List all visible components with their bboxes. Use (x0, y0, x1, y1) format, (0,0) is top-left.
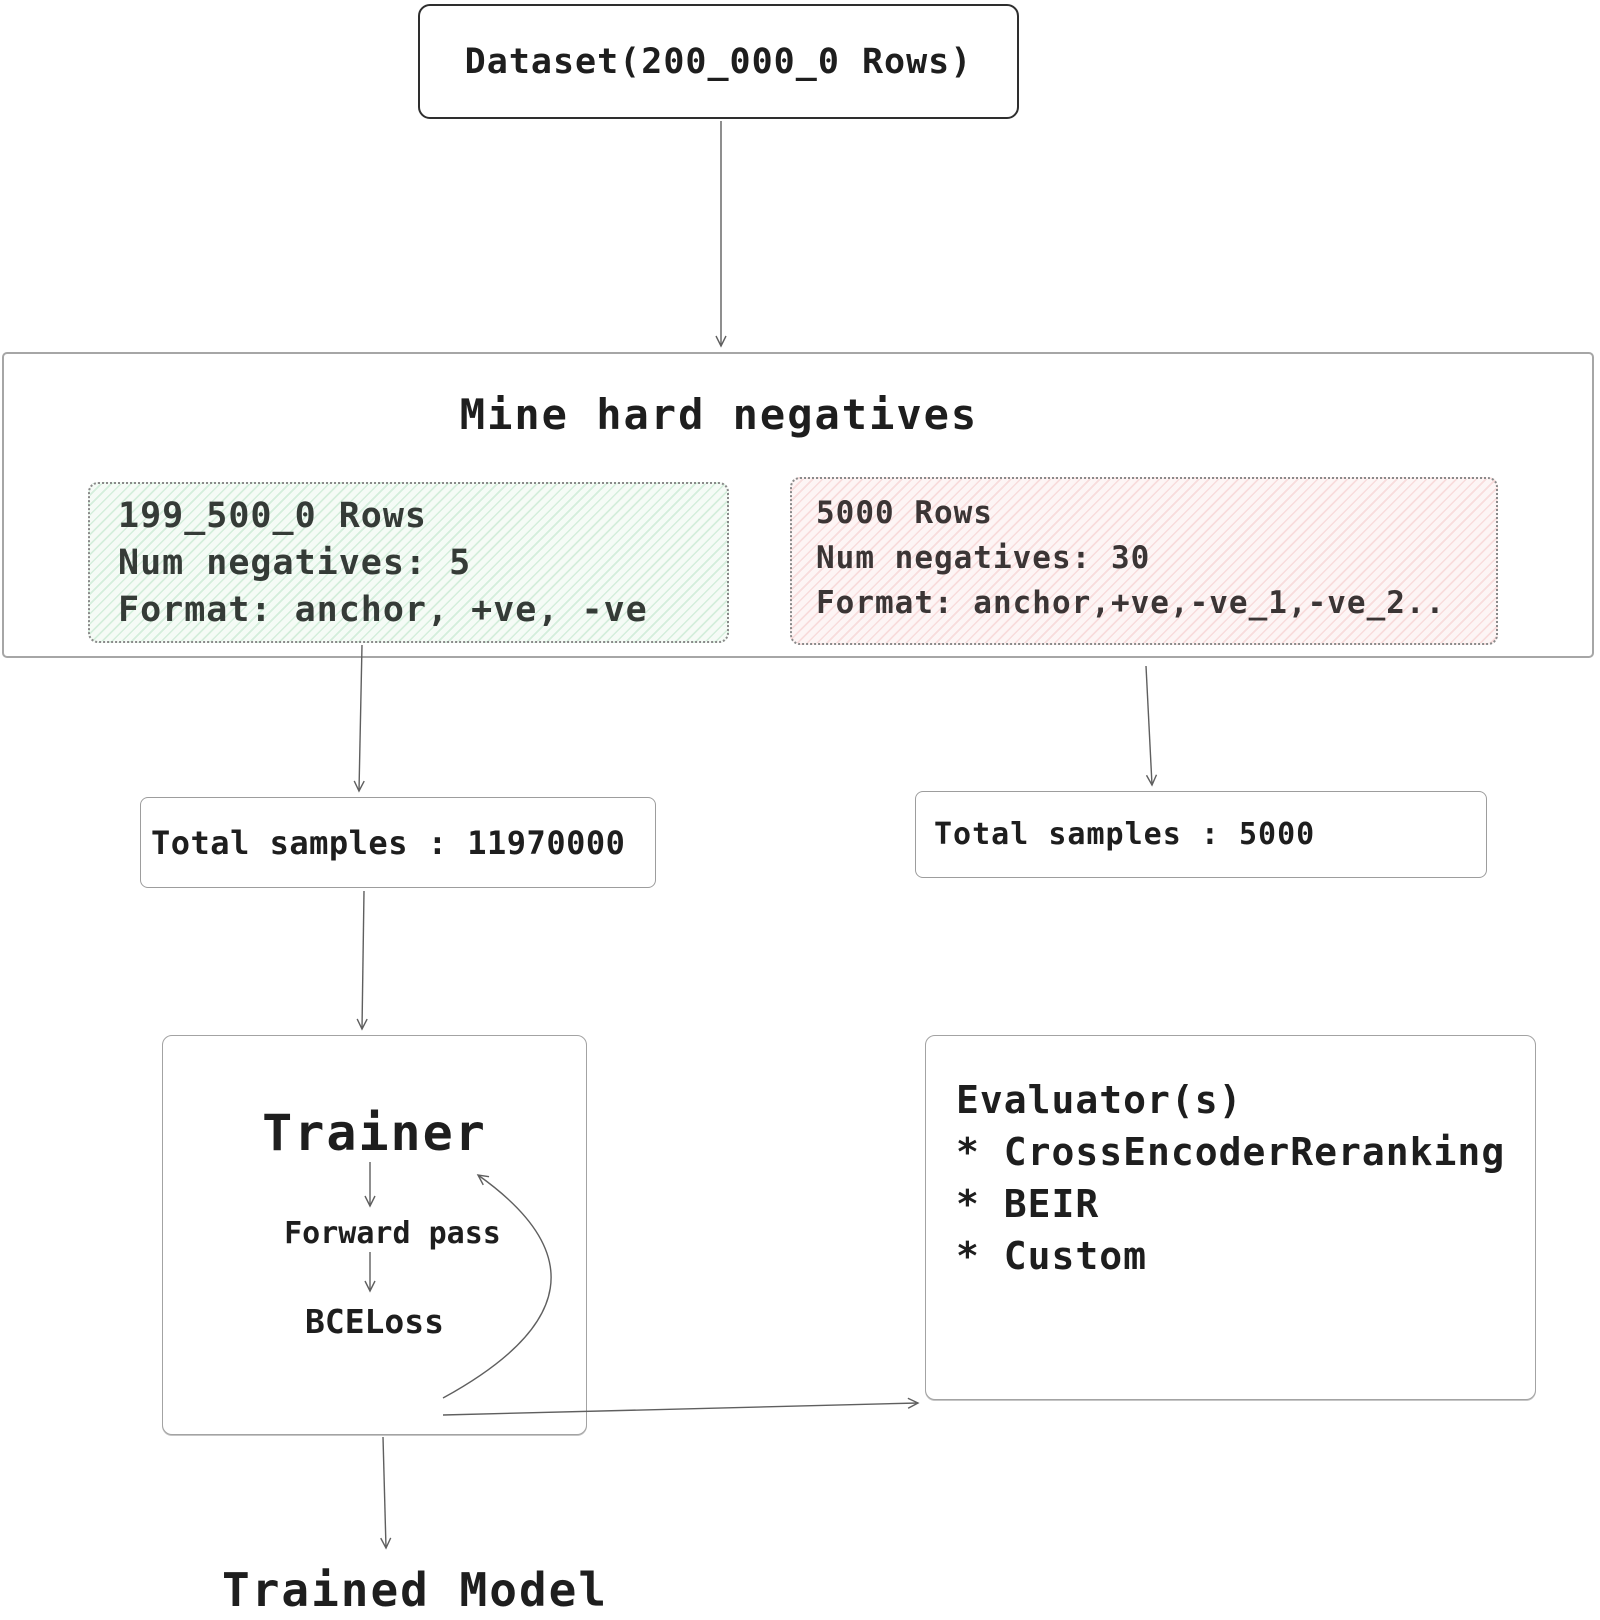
trainer-node: Trainer Forward pass BCELoss (162, 1035, 587, 1435)
train-split-format: Format: anchor, +ve, -ve (118, 590, 648, 630)
connector-trainer-to-model (380, 1436, 392, 1550)
eval-split-format: Format: anchor,+ve,-ve_1,-ve_2.. (816, 585, 1446, 621)
evaluator-node: Evaluator(s) * CrossEncoderReranking * B… (925, 1035, 1536, 1400)
trained-model-label: Trained Model (222, 1563, 609, 1617)
trainer-title: Trainer (262, 1104, 487, 1162)
evaluator-item-custom: * Custom (956, 1234, 1148, 1278)
connector-evalsplit-to-samples (1145, 665, 1158, 787)
dataset-label: Dataset(200_000_0 Rows) (464, 41, 973, 82)
train-total-samples-label: Total samples : 11970000 (151, 823, 626, 862)
evaluator-item-beir: * BEIR (956, 1182, 1100, 1226)
connector-trainsplit-to-samples (353, 644, 365, 793)
forward-pass-label: Forward pass (284, 1216, 501, 1251)
eval-split-box: 5000 Rows Num negatives: 30 Format: anch… (790, 477, 1498, 645)
connector-samples-to-trainer (356, 890, 368, 1031)
evaluator-title: Evaluator(s) (956, 1078, 1243, 1122)
train-split-box: 199_500_0 Rows Num negatives: 5 Format: … (88, 482, 729, 643)
dataset-node: Dataset(200_000_0 Rows) (418, 4, 1019, 119)
train-split-rows: 199_500_0 Rows (118, 496, 428, 536)
train-split-num-negatives: Num negatives: 5 (118, 543, 472, 583)
eval-split-rows: 5000 Rows (816, 495, 993, 531)
eval-split-num-negatives: Num negatives: 30 (816, 540, 1151, 576)
bceloss-label: BCELoss (304, 1302, 445, 1341)
evaluator-list: Evaluator(s) * CrossEncoderReranking * B… (956, 1074, 1505, 1282)
eval-total-samples-node: Total samples : 5000 (915, 791, 1487, 878)
evaluator-item-crossencoder: * CrossEncoderReranking (956, 1130, 1506, 1174)
eval-total-samples-label: Total samples : 5000 (934, 817, 1316, 852)
train-total-samples-node: Total samples : 11970000 (140, 797, 656, 888)
mine-hard-negatives-title: Mine hard negatives (459, 390, 979, 439)
